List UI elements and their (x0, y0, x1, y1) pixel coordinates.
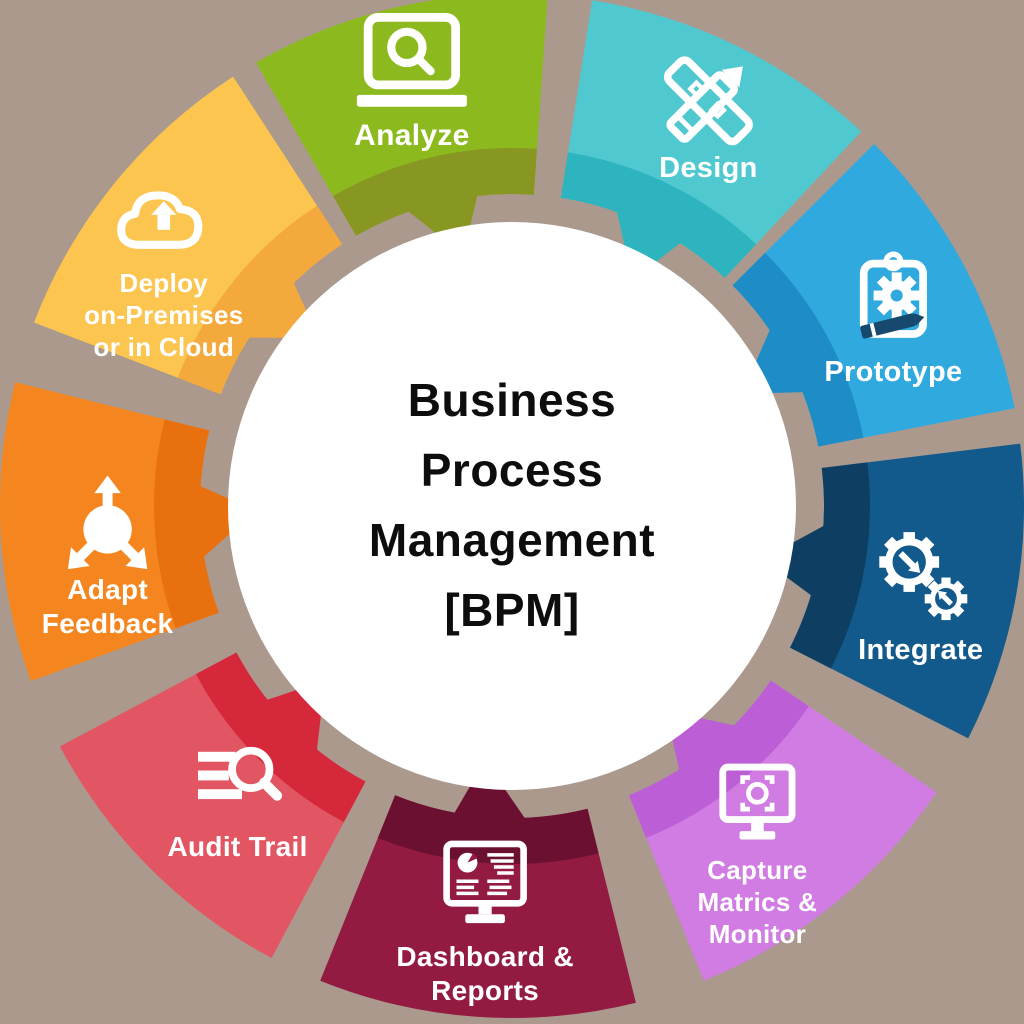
segment-label-analyze: Analyze (354, 119, 470, 153)
segment-inner-band (790, 462, 870, 669)
pencil-ruler-icon (663, 56, 753, 146)
segment-label-capture: Capture Matrics & Monitor (697, 855, 818, 949)
segment-inner-band (177, 205, 343, 395)
laptop-search-icon (356, 13, 467, 107)
segment-inner-band (732, 252, 864, 447)
segment-pointer-tail (451, 760, 529, 824)
segment-capture (628, 680, 937, 981)
list-search-icon (198, 746, 283, 801)
cloud-upload-icon (117, 191, 203, 249)
segment-inner-band (377, 795, 599, 865)
segment-label-dashboard: Dashboard & Reports (396, 941, 574, 1007)
segment-label-deploy: Deploy on-Premises or in Cloud (84, 268, 244, 362)
segment-inner-band (195, 652, 366, 823)
segment-adapt (0, 382, 256, 682)
segment-dashboard (320, 760, 636, 1019)
segment-integrate (762, 443, 1024, 739)
segment-inner-band (628, 680, 809, 838)
segment-label-integrate: Integrate (858, 634, 984, 667)
monitor-capture-icon (719, 763, 796, 840)
arrows-expand-icon (67, 475, 148, 570)
segment-pointer-tail (194, 483, 256, 562)
monitor-report-icon (443, 840, 527, 924)
segment-inner-band (153, 419, 219, 629)
segment-inner-band (560, 152, 757, 278)
segment-label-design: Design (659, 152, 758, 185)
segment-audit-trail (59, 652, 366, 959)
center-title: Business Process Management [BPM] (368, 374, 656, 636)
segment-design (560, 0, 862, 280)
segment-label-prototype: Prototype (824, 356, 963, 389)
segment-label-adapt: Adapt Feedback (41, 574, 174, 640)
segment-label-audit-trail: Audit Trail (167, 831, 308, 863)
segment-inner-band (333, 148, 537, 236)
segment-analyze (256, 0, 548, 255)
segment-pointer-tail (762, 522, 830, 599)
center-circle: Business Process Management [BPM] (228, 222, 796, 790)
